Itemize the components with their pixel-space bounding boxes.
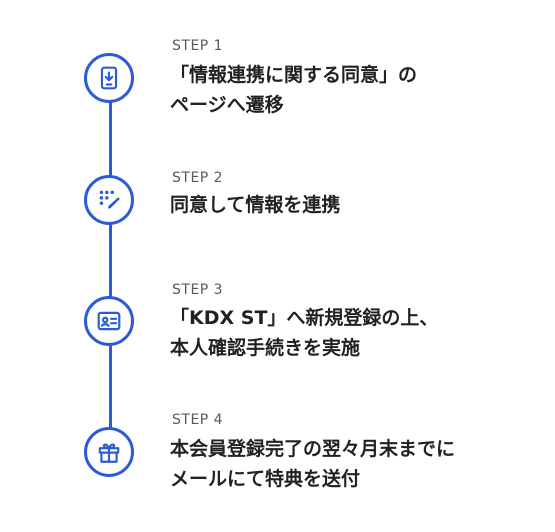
step-description-line-2: 本人確認手続きを実施 (170, 337, 361, 359)
step-description-line-1: 本会員登録完了の翌々月末までに (170, 438, 456, 460)
step-description: 本会員登録完了の翌々月末までに メールにて特典を送付 (170, 434, 455, 494)
step-number-label: STEP 2 (172, 170, 224, 186)
timeline-connector-line (109, 78, 112, 452)
step-number-label: STEP 4 (172, 412, 224, 428)
step-description-line-1: 「情報連携に関する同意」の (170, 64, 418, 86)
keypad-edit-icon (84, 175, 134, 225)
step-number-label: STEP 1 (172, 38, 224, 54)
gift-icon (84, 427, 134, 477)
id-card-icon (84, 296, 134, 346)
step-description: 「KDX ST」へ新規登録の上、 本人確認手続きを実施 (170, 303, 438, 363)
phone-download-icon (84, 53, 134, 103)
step-description: 同意して情報を連携 (170, 190, 340, 220)
step-number-label: STEP 3 (172, 282, 224, 298)
step-description-line-2: ページへ遷移 (170, 94, 284, 116)
step-description-line-1: 同意して情報を連携 (170, 194, 341, 216)
step-description-line-2: メールにて特典を送付 (170, 468, 361, 490)
step-description: 「情報連携に関する同意」の ページへ遷移 (170, 60, 417, 120)
step-description-line-1: 「KDX ST」へ新規登録の上、 (170, 307, 439, 329)
